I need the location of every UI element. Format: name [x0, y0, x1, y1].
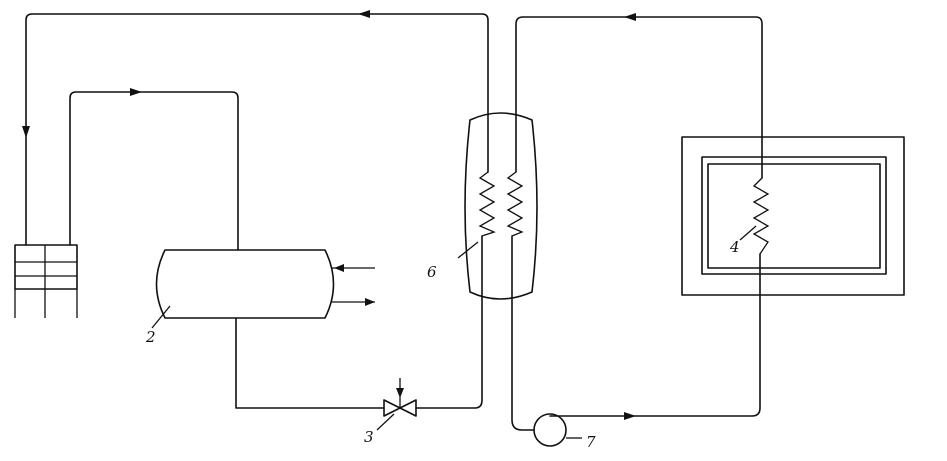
flow-arrow-down [22, 126, 30, 138]
secondary-loop-top [515, 16, 763, 179]
flow-arrow-top [358, 10, 370, 18]
flow-arrow-discharge [130, 88, 142, 96]
refrigerated-box [681, 136, 905, 296]
pump [533, 413, 567, 447]
horizontal-vessel [155, 249, 335, 319]
exchanger-coil-left [478, 171, 496, 237]
exchanger-coil-right [506, 171, 524, 237]
vessel-outlet-arrow [365, 298, 375, 306]
secondary-loop-bottom [511, 235, 535, 431]
label-4: 4 [729, 238, 740, 256]
label-3: 3 [364, 428, 374, 446]
label-6: 6 [427, 263, 437, 281]
compressor [14, 244, 78, 318]
pump-to-box-pipe [549, 253, 761, 417]
box-coil [752, 177, 770, 255]
suction-return-pipe [25, 13, 489, 246]
vessel-inlet-arrow [334, 264, 344, 272]
label-leader-4 [739, 225, 757, 241]
expansion-valve [376, 378, 417, 431]
flow-arrow-secondary-bottom [624, 412, 636, 420]
discharge-pipe [69, 91, 239, 251]
label-7: 7 [586, 433, 596, 451]
valve-to-exchanger-pipe [415, 235, 483, 409]
heat-exchanger-shell [464, 112, 538, 300]
label-leader-2 [151, 305, 171, 329]
label-leader-6 [457, 241, 479, 259]
flow-arrow-secondary-top [624, 13, 636, 21]
liquid-line [235, 317, 385, 409]
label-2: 2 [145, 328, 156, 346]
